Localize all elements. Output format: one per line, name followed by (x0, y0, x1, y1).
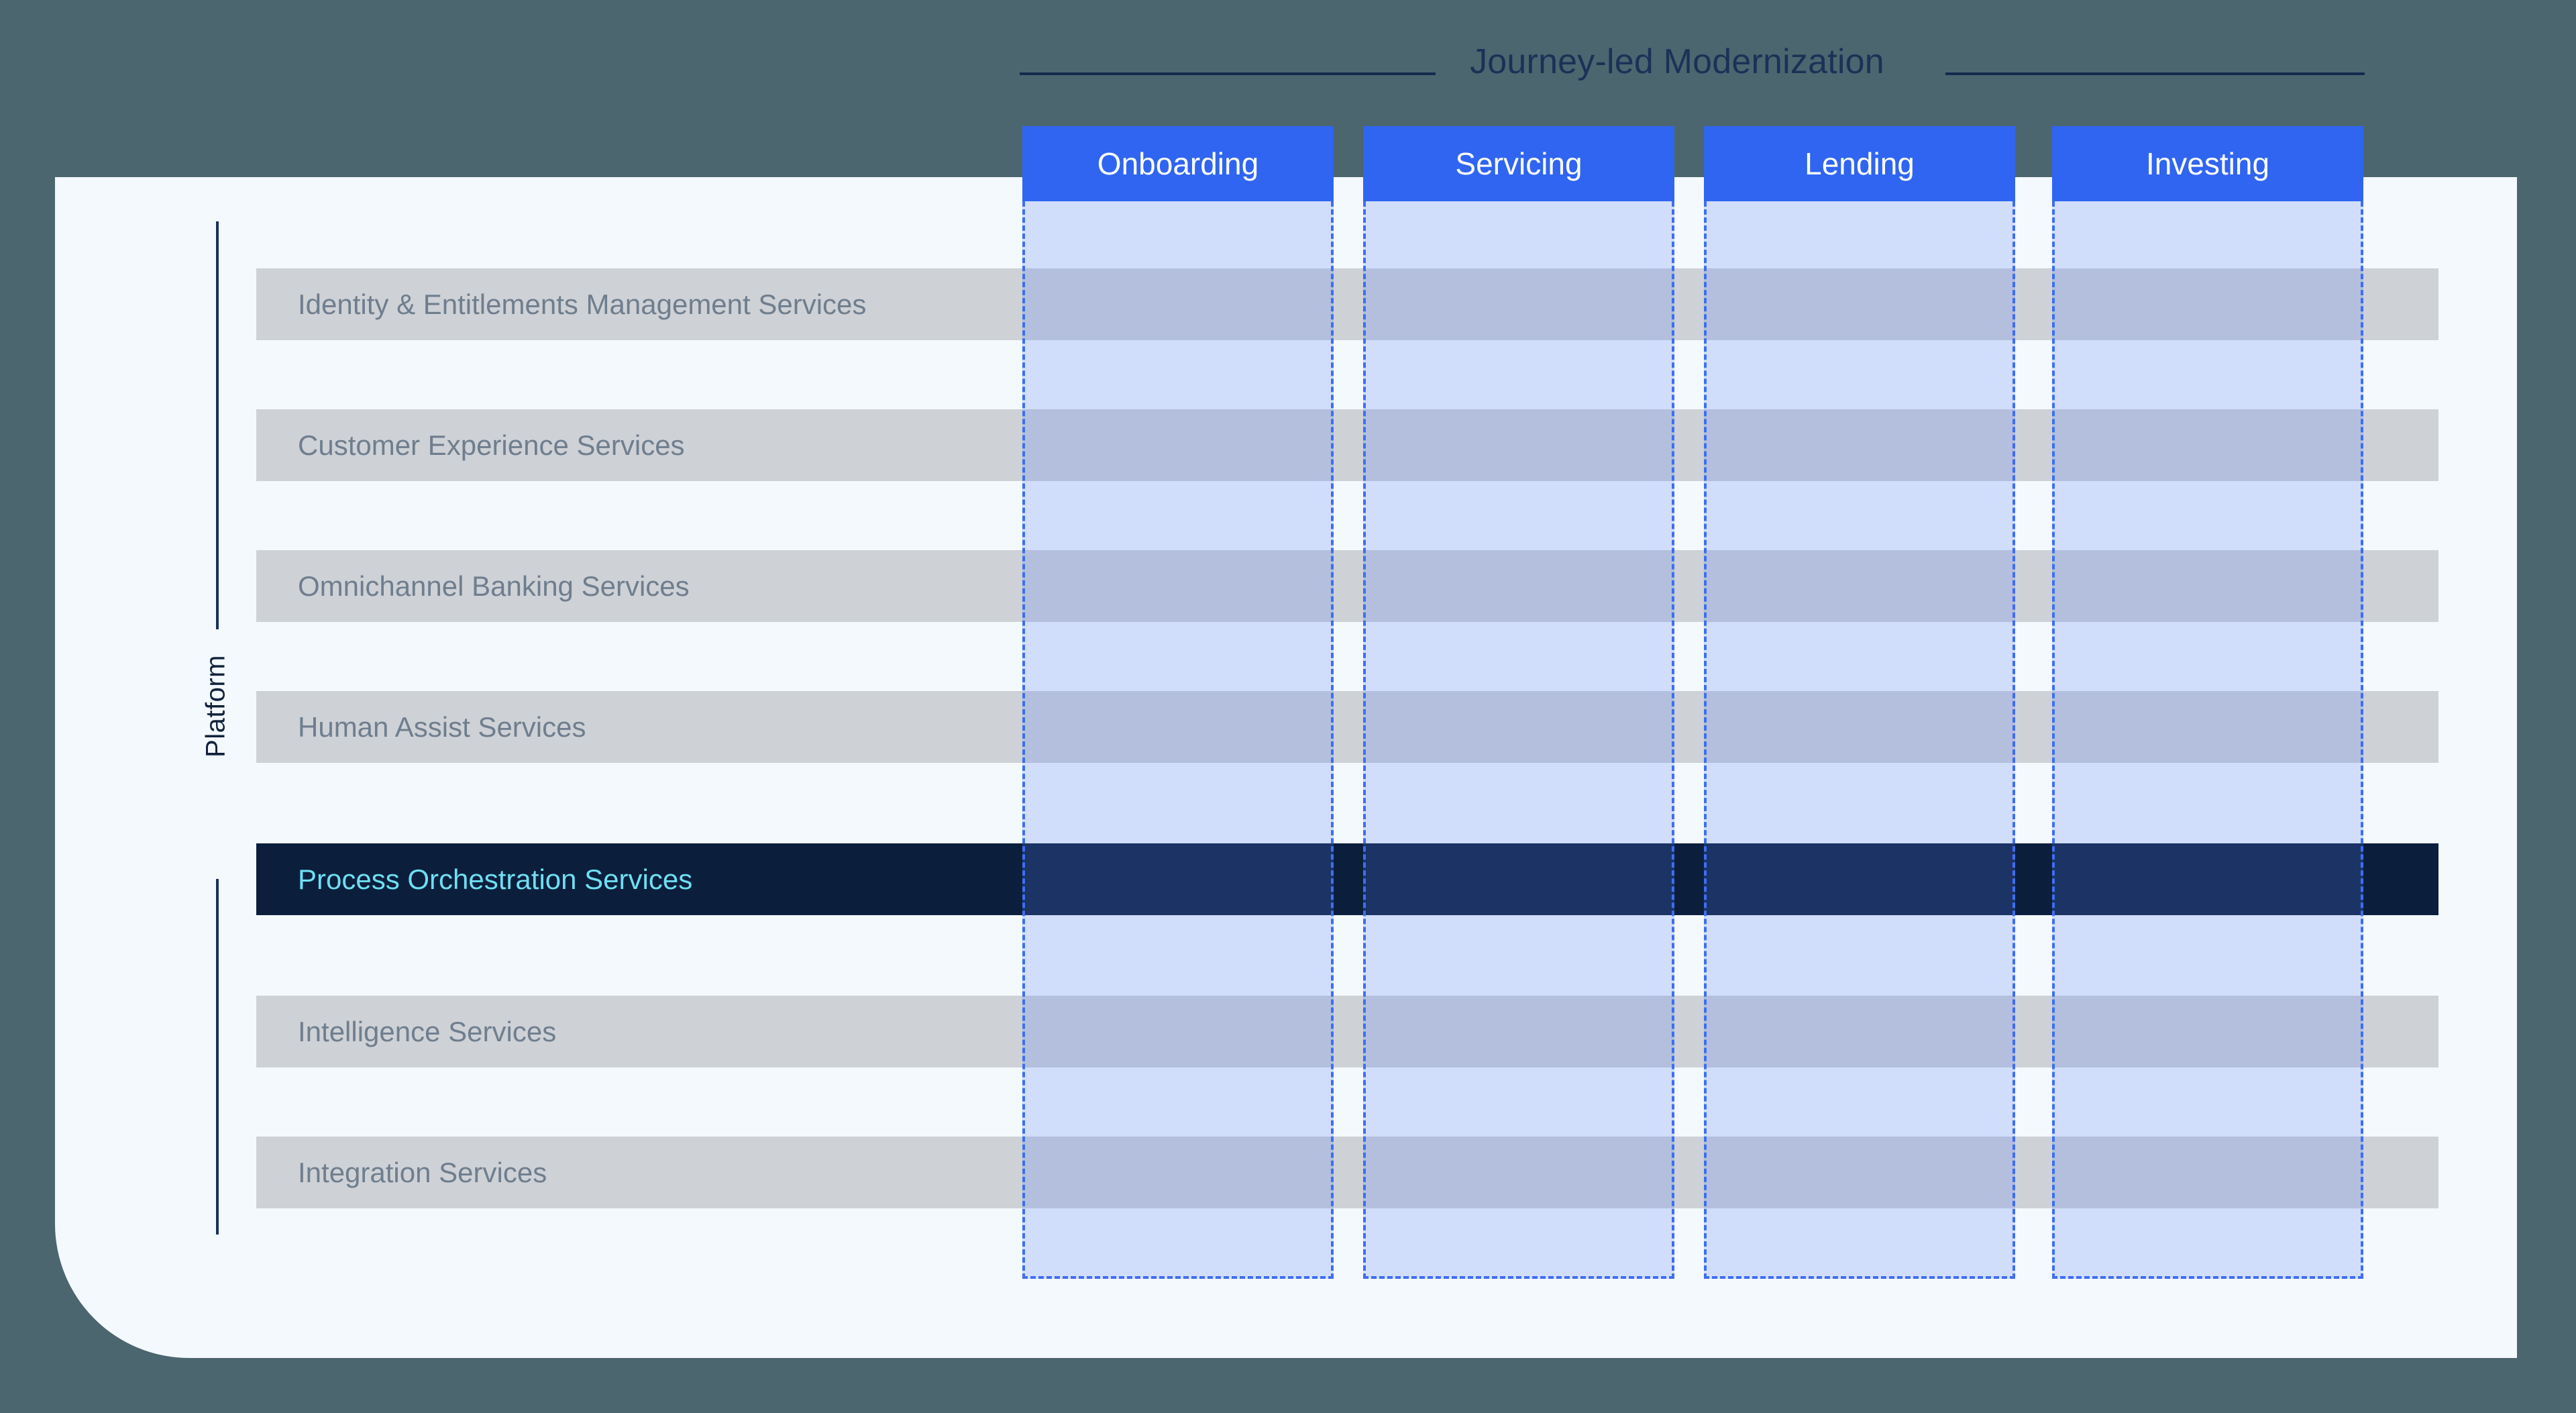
journey-column-label: Investing (2145, 146, 2270, 181)
journey-column[interactable]: Onboarding (1022, 126, 1334, 1279)
service-row-label: Intelligence Services (298, 1015, 557, 1047)
service-row[interactable]: Intelligence Services (256, 996, 2438, 1067)
axis-line-top (216, 221, 219, 629)
journey-column[interactable]: Lending (1704, 126, 2015, 1279)
service-row[interactable]: Omnichannel Banking Services (256, 550, 2438, 622)
journey-column-label: Servicing (1455, 146, 1582, 181)
journey-column-body (1022, 201, 1334, 1279)
service-row[interactable]: Human Assist Services (256, 691, 2438, 763)
service-row-label: Human Assist Services (298, 711, 586, 743)
journey-column-header[interactable]: Onboarding (1022, 126, 1334, 201)
journey-column-header[interactable]: Investing (2052, 126, 2363, 201)
header-rule-right (1945, 72, 2365, 75)
journey-column-header[interactable]: Servicing (1363, 126, 1674, 201)
journey-column-label: Lending (1805, 146, 1915, 181)
journey-column[interactable]: Investing (2052, 126, 2363, 1279)
service-row[interactable]: Process Orchestration Services (256, 843, 2438, 915)
journey-column-body (2052, 201, 2363, 1279)
journey-title: Journey-led Modernization (1470, 42, 1884, 81)
platform-axis: Platform (186, 221, 247, 1235)
service-row[interactable]: Identity & Entitlements Management Servi… (256, 268, 2438, 340)
journey-column-body (1704, 201, 2015, 1279)
service-row[interactable]: Customer Experience Services (256, 409, 2438, 481)
journey-column-body (1363, 201, 1674, 1279)
journey-column-label: Onboarding (1097, 146, 1259, 181)
service-row-label: Omnichannel Banking Services (298, 570, 690, 602)
service-row-label: Customer Experience Services (298, 429, 685, 461)
service-row-label: Identity & Entitlements Management Servi… (298, 288, 867, 320)
service-row[interactable]: Integration Services (256, 1137, 2438, 1208)
header-band: Journey-led Modernization (0, 0, 2576, 154)
axis-line-bottom (216, 879, 219, 1235)
header-rule-left (1020, 72, 1436, 75)
service-row-label: Integration Services (298, 1156, 547, 1188)
journey-column-header[interactable]: Lending (1704, 126, 2015, 201)
service-row-label: Process Orchestration Services (298, 863, 693, 895)
journey-column[interactable]: Servicing (1363, 126, 1674, 1279)
